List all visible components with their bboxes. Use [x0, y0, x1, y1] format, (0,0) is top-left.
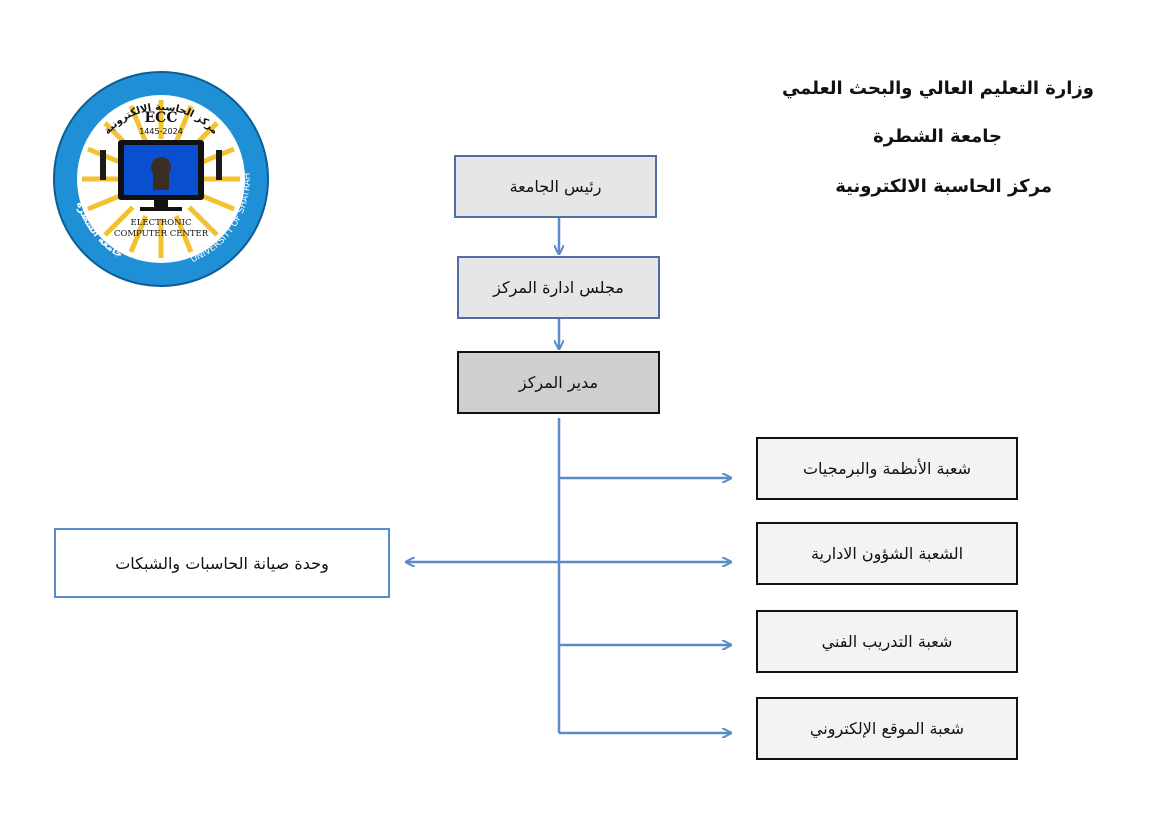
logo-years: 1445-2024	[139, 127, 183, 136]
maintenance-unit-box: وحدة صيانة الحاسبات والشبكات	[54, 528, 390, 598]
dept-box-admin: الشعبة الشؤون الادارية	[756, 522, 1018, 585]
ecc-logo: ECC 1445-2024 ELECTRONIC COMPUTER CENTER…	[53, 71, 269, 287]
dept-label: شعبة الموقع الإلكتروني	[809, 719, 965, 738]
dept-label: شعبة التدريب الفني	[821, 632, 953, 651]
director-box: مدير المركز	[457, 351, 660, 414]
dept-box-website: شعبة الموقع الإلكتروني	[756, 697, 1018, 760]
logo-line2: COMPUTER CENTER	[114, 229, 209, 239]
president-box: رئيس الجامعة	[454, 155, 657, 218]
director-label: مدير المركز	[518, 373, 599, 392]
logo-line1: ELECTRONIC	[131, 218, 192, 228]
dept-box-systems: شعبة الأنظمة والبرمجيات	[756, 437, 1018, 500]
dept-label: شعبة الأنظمة والبرمجيات	[802, 459, 972, 478]
president-label: رئيس الجامعة	[509, 177, 602, 196]
university-title: جامعة الشطرة	[873, 126, 1002, 147]
center-title: مركز الحاسبة الالكترونية	[835, 176, 1052, 197]
logo-abbr: ECC	[145, 110, 178, 126]
dept-box-training: شعبة التدريب الفني	[756, 610, 1018, 673]
board-box: مجلس ادارة المركز	[457, 256, 660, 319]
dept-label: الشعبة الشؤون الادارية	[810, 544, 964, 563]
ministry-title: وزارة التعليم العالي والبحث العلمي	[781, 78, 1094, 99]
maintenance-unit-label: وحدة صيانة الحاسبات والشبكات	[115, 553, 329, 573]
board-label: مجلس ادارة المركز	[493, 278, 624, 297]
